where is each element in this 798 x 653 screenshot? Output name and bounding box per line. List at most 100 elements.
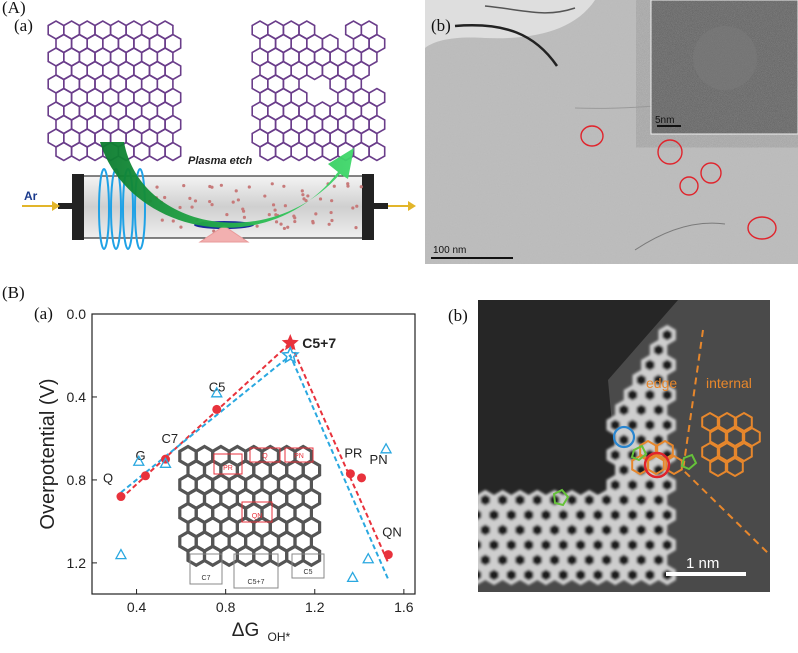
hexagon-ring	[301, 544, 322, 568]
lattice-ring	[485, 564, 503, 586]
hexagon-ring	[285, 544, 305, 568]
inset-structure-label: C7	[202, 575, 211, 582]
lattice-ring	[641, 384, 659, 406]
plasma-particle	[160, 218, 164, 222]
plasma-particle	[231, 200, 235, 204]
pentagon-marker	[630, 444, 648, 462]
data-point-label: G	[135, 448, 145, 463]
plasma-particle	[267, 213, 271, 217]
lattice-ring	[615, 489, 633, 511]
plasma-particle	[292, 214, 296, 218]
lattice-ring	[641, 414, 659, 436]
data-point-label: PR	[344, 446, 362, 461]
plasma-particle	[302, 197, 306, 201]
lattice-ring	[528, 519, 546, 541]
data-point-circle	[116, 492, 126, 502]
data-point-label: PN	[370, 452, 388, 467]
lattice-ring	[589, 564, 607, 586]
inset-box	[233, 553, 279, 589]
lattice-ring	[658, 474, 676, 496]
edge-hexagon	[656, 439, 674, 461]
plasma-particle	[283, 204, 287, 208]
data-point-triangle	[379, 442, 393, 454]
data-point-triangle	[159, 456, 172, 468]
plasma-particle	[346, 182, 350, 186]
inset-box	[213, 453, 243, 475]
plasma-particle	[330, 218, 334, 223]
plasma-particle	[247, 185, 251, 189]
plasma-particle	[263, 194, 267, 198]
panel-b-a-label: (a)	[34, 304, 53, 323]
etch-arrow-icon	[100, 142, 354, 228]
c57-defect-marker	[643, 451, 671, 479]
lattice-ring	[632, 549, 650, 571]
tem-image: 5nm 100 nm	[425, 0, 798, 264]
lattice-ring	[589, 504, 607, 526]
data-point-circle	[357, 473, 367, 483]
plot-frame	[91, 313, 416, 595]
lattice-ring	[649, 339, 668, 361]
plasma-etch-schematic: Plasma etch Ar	[22, 20, 416, 250]
plasma-particle	[208, 184, 212, 189]
fit-line	[120, 353, 390, 580]
lattice-ring	[485, 504, 503, 526]
y-tick-label: 0.8	[67, 472, 87, 488]
hexagon-ring	[321, 141, 339, 162]
lattice-ring	[641, 474, 659, 496]
lattice-ring	[658, 324, 676, 346]
lattice-ring	[615, 459, 633, 481]
lattice-ring	[606, 444, 624, 466]
lattice-ring	[502, 504, 521, 526]
y-tick-label: 0.4	[67, 389, 87, 405]
lattice-ring	[571, 504, 590, 526]
inset-box	[189, 553, 223, 585]
internal-hexagon	[709, 426, 727, 448]
lattice-ring	[554, 534, 572, 556]
plasma-particle	[355, 204, 359, 208]
plasma-particle	[311, 221, 315, 225]
lattice-ring	[649, 369, 668, 391]
lattice-ring	[580, 549, 598, 571]
lattice-ring	[623, 534, 642, 556]
inset-structure-label: Q	[262, 453, 268, 460]
panel-a-b-label: (b)	[431, 16, 451, 35]
lattice-ring	[478, 489, 495, 511]
lattice-ring	[641, 564, 659, 586]
tem-scale-label: 100 nm	[433, 245, 466, 256]
hexagon-ring	[219, 544, 239, 568]
plasma-particle	[346, 184, 350, 188]
plasma-particle	[327, 222, 331, 226]
plasma-particle	[274, 220, 279, 224]
lattice-ring	[519, 564, 538, 586]
x-tick-label: 0.4	[127, 599, 147, 615]
lattice-ring	[554, 504, 572, 526]
lattice-ring	[658, 534, 676, 556]
lattice-ring	[641, 354, 659, 376]
data-point-triangle	[210, 386, 223, 398]
lattice-ring	[615, 549, 633, 571]
lattice-ring	[563, 549, 581, 571]
hexagon-ring	[70, 141, 88, 162]
data-point-triangle	[132, 454, 145, 466]
plasma-particle	[293, 219, 297, 224]
plasma-particle	[179, 225, 183, 229]
lattice-ring	[580, 489, 598, 511]
hexagon-ring	[55, 141, 73, 162]
hexagon-ring	[259, 141, 277, 162]
lattice-ring	[606, 534, 624, 556]
data-point-label: C5+7	[302, 335, 336, 351]
lattice-ring	[649, 489, 668, 511]
pentagon-marker	[552, 488, 570, 507]
plasma-particle	[279, 222, 283, 226]
y-tick-label: 1.2	[67, 555, 87, 571]
plasma-particle	[270, 182, 274, 186]
inset-box	[284, 447, 314, 463]
lattice-ring	[511, 549, 529, 571]
plasma-particle	[225, 212, 229, 217]
lattice-ring	[623, 504, 642, 526]
lattice-ring	[580, 519, 598, 541]
x-tick-label: 1.2	[305, 599, 325, 615]
hexagon-ring	[235, 544, 256, 568]
plasma-particle	[241, 207, 245, 211]
